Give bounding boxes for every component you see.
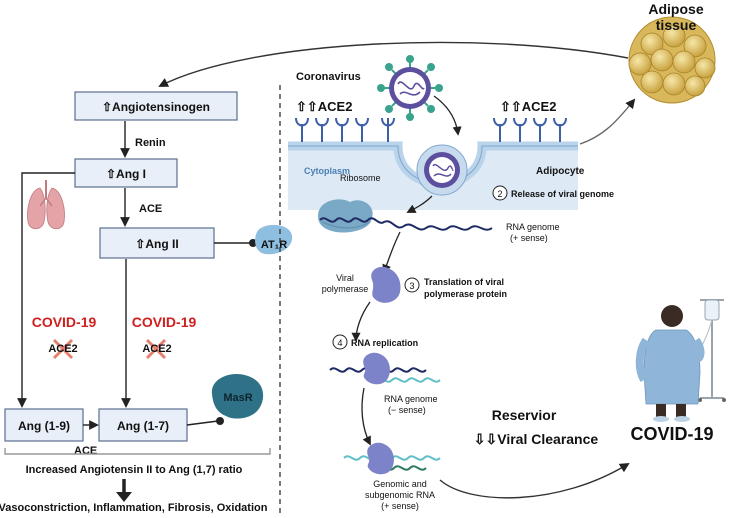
ang2-box (99, 227, 215, 259)
ribosome-label: Ribosome (340, 173, 381, 183)
ace2-right-label: ACE2 (142, 343, 171, 355)
ace2-left-text: ⇧⇧ACE2 (296, 99, 352, 114)
rna-positive-strand (319, 217, 493, 231)
ace2-right-text: ⇧⇧ACE2 (500, 99, 556, 114)
arrow-ang1-to-ang19 (17, 172, 75, 408)
step4-circle (332, 334, 348, 350)
covid-left-label: COVID-19 (32, 314, 97, 330)
step3-circle (404, 277, 420, 293)
arrow-replication-to-genomic (361, 387, 371, 446)
ace2-left-label: ACE2 (48, 343, 77, 355)
masr-receptor (211, 374, 264, 419)
genomic-label-1: Genomic and (373, 479, 427, 489)
outcome-text: Vasoconstriction, Inflammation, Fibrosis… (0, 502, 268, 514)
step3-text-1: Translation of viral (424, 277, 504, 287)
step3-number: 3 (409, 281, 414, 291)
down-arrow-head (116, 492, 132, 502)
viral-clearance-label: ⇩⇩Viral Clearance (474, 431, 599, 447)
step4-text: RNA replication (351, 338, 418, 348)
adipose-title-1: Adipose (648, 1, 703, 17)
ang1-label: ⇧Ang I (106, 167, 146, 181)
rna-genome-neg-2: (− sense) (388, 405, 426, 415)
cross-left-icon (52, 338, 74, 360)
genomic-polymerase-icon (367, 442, 394, 475)
ang1-box (74, 158, 178, 188)
rna-genome-pos-1: RNA genome (506, 222, 560, 232)
ratio-text: Increased Angiotensin II to Ang (1,7) ra… (26, 464, 243, 476)
coronavirus-label: Coronavirus (296, 71, 361, 83)
renin-label: Renin (135, 137, 166, 149)
covid19-title: COVID-19 (630, 424, 713, 444)
ace-bottom-label: ACE (74, 445, 97, 457)
angiotensinogen-label: ⇧Angiotensinogen (102, 100, 210, 114)
genomic-label-2: subgenomic RNA (365, 490, 435, 500)
ang19-label: Ang (1-9) (18, 419, 70, 433)
ace2-receptors-left-icon (295, 117, 395, 142)
at1r-receptor (255, 224, 293, 255)
ang17-label: Ang (1-7) (117, 419, 169, 433)
at1r-label: AT₁R (261, 239, 287, 251)
covid-right-label: COVID-19 (132, 314, 197, 330)
arrow-adipose-to-angiotensinogen (158, 41, 629, 87)
adipose-tissue-icon (628, 16, 716, 104)
viral-polymerase-label-1: Viral (336, 273, 354, 283)
cytoplasm-label: Cytoplasm (304, 166, 350, 176)
adipocyte-label: Adipocyte (536, 166, 585, 177)
patient-icon (635, 299, 726, 422)
ace2-receptors-right-icon (493, 117, 567, 142)
masr-label: MasR (223, 392, 252, 404)
step2-circle (492, 185, 508, 201)
adipose-title-2: tissue (656, 17, 697, 33)
rna-replication-teal-strand (375, 377, 441, 383)
step4-number: 4 (337, 338, 342, 348)
ratio-bracket (4, 448, 271, 455)
arrow-rna-to-polymerase (382, 231, 401, 274)
arrow-genome-release (406, 195, 433, 213)
lungs-icon (27, 180, 65, 230)
viral-polymerase-icon (371, 266, 401, 303)
coronavirus-icon (377, 55, 443, 128)
step3-text-2: polymerase protein (424, 289, 507, 299)
angiotensinogen-box (74, 91, 238, 121)
rna-genome-neg-1: RNA genome (384, 394, 438, 404)
arrow-adipocyte-to-adipose (579, 98, 636, 145)
ace-top-label: ACE (139, 203, 162, 215)
endocytosed-virus-icon (416, 144, 468, 196)
inhibit-dot-masr (216, 417, 224, 425)
arrow-virus-entry (433, 95, 462, 136)
viral-polymerase-label-2: polymerase (322, 284, 369, 294)
replication-polymerase-icon (363, 352, 390, 385)
cross-right-icon (145, 338, 167, 360)
genomic-label-3: (+ sense) (381, 501, 419, 511)
inhibit-line-masr (186, 420, 219, 426)
arrow-to-covid19 (439, 462, 630, 499)
step2-text: Release of viral genome (511, 189, 614, 199)
ang2-label: ⇧Ang II (135, 237, 178, 251)
reservoir-label: Reservior (492, 407, 557, 423)
arrow-polymerase-to-replication (351, 301, 371, 342)
ribosome-icon (318, 199, 373, 233)
step2-number: 2 (497, 189, 502, 199)
rna-genome-pos-2: (+ sense) (510, 233, 548, 243)
inhibit-dot-at1r (249, 239, 257, 247)
ang17-box (98, 408, 188, 442)
